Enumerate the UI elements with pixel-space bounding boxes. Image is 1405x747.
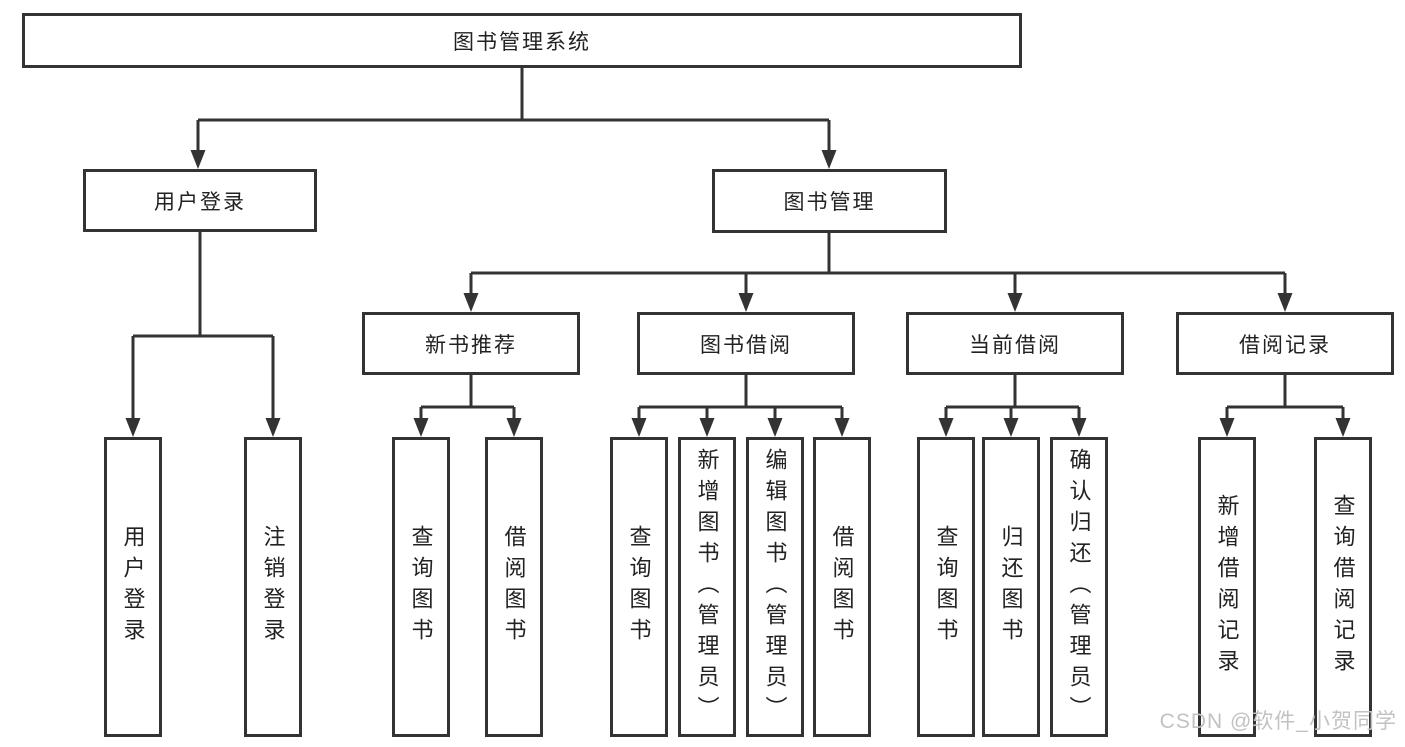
node-br-query-record: 查询借阅记录 [1314,437,1372,737]
node-cb-confirm-return-admin: 确认归还（管理员） [1050,437,1108,737]
arrow-down-icon [463,293,479,312]
connector-current-borrow-branch [938,375,1087,437]
node-leaf-logout: 注销登录 [244,437,302,737]
connector-new-book-branch [413,375,522,437]
arrow-down-icon [1219,418,1235,437]
leaf-label: 查询图书 [933,525,959,649]
leaf-label: 查询借阅记录 [1330,494,1356,680]
arrow-down-icon [125,418,141,437]
arrow-down-icon [506,418,522,437]
node-book-borrow: 图书借阅 [637,312,855,375]
arrow-down-icon [1071,418,1087,437]
leaf-label: 注销登录 [260,525,286,649]
connector-root-to-level1 [190,68,837,169]
node-cb-query-books: 查询图书 [917,437,975,737]
arrow-down-icon [821,150,837,169]
leaf-label: 借阅图书 [501,525,527,649]
node-bb-add-books-admin: 新增图书（管理员） [678,437,736,737]
arrow-down-icon [413,418,429,437]
node-bb-edit-books-admin: 编辑图书（管理员） [746,437,804,737]
node-nb-borrow-books: 借阅图书 [485,437,543,737]
node-bb-query-books: 查询图书 [610,437,668,737]
node-borrow-records: 借阅记录 [1176,312,1394,375]
leaf-label: 用户登录 [120,525,146,649]
arrow-down-icon [631,418,647,437]
node-book-management: 图书管理 [712,169,947,233]
arrow-down-icon [190,150,206,169]
leaf-label: 确认归还（管理员） [1066,447,1092,727]
arrow-down-icon [1277,293,1293,312]
arrow-down-icon [1003,418,1019,437]
node-new-book-recommend: 新书推荐 [362,312,580,375]
arrow-down-icon [1007,293,1023,312]
arrow-down-icon [738,293,754,312]
connector-book-management-branch [463,233,1293,312]
node-bb-borrow-books: 借阅图书 [813,437,871,737]
connector-user-login-branch [125,232,281,437]
leaf-label: 查询图书 [408,525,434,649]
leaf-label: 编辑图书（管理员） [762,447,788,727]
leaf-label: 归还图书 [998,525,1024,649]
node-cb-return-books: 归还图书 [982,437,1040,737]
arrow-down-icon [938,418,954,437]
connector-book-borrow-branch [631,375,850,437]
connector-borrow-records-branch [1219,375,1351,437]
node-current-borrow: 当前借阅 [906,312,1124,375]
arrow-down-icon [1335,418,1351,437]
node-br-add-record: 新增借阅记录 [1198,437,1256,737]
node-library-management-system: 图书管理系统 [22,13,1022,68]
watermark: CSDN @软件_小贺同学 [1159,710,1397,733]
node-nb-query-books: 查询图书 [392,437,450,737]
node-leaf-user-login: 用户登录 [104,437,162,737]
arrow-down-icon [767,418,783,437]
leaf-label: 新增图书（管理员） [694,447,720,727]
leaf-label: 新增借阅记录 [1214,494,1240,680]
node-user-login: 用户登录 [83,169,317,232]
arrow-down-icon [834,418,850,437]
leaf-label: 查询图书 [626,525,652,649]
arrow-down-icon [265,418,281,437]
arrow-down-icon [699,418,715,437]
leaf-label: 借阅图书 [829,525,855,649]
